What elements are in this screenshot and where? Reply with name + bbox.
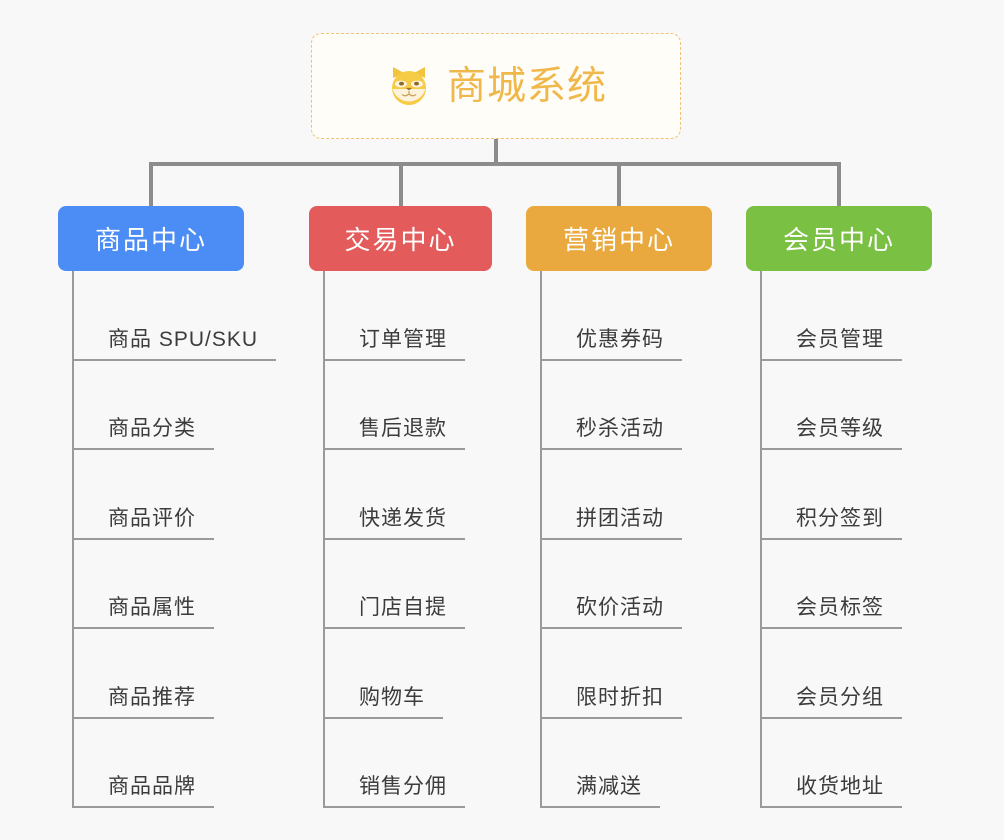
shiba-dog-face-icon <box>385 62 433 110</box>
list-item[interactable]: 收货地址 <box>760 719 932 808</box>
category-header-product[interactable]: 商品中心 <box>58 206 244 271</box>
list-item[interactable]: 商品 SPU/SKU <box>72 271 277 361</box>
list-item[interactable]: 优惠券码 <box>540 271 712 361</box>
leaf-label: 拼团活动 <box>540 508 682 540</box>
list-item[interactable]: 快递发货 <box>323 450 492 540</box>
connector-drop-3 <box>617 162 621 206</box>
list-item[interactable]: 商品推荐 <box>72 629 244 719</box>
connector-root-stem <box>494 139 498 164</box>
leaf-list-member: 会员管理 会员等级 积分签到 会员标签 会员分组 收货地址 <box>760 271 932 808</box>
leaf-label: 商品品牌 <box>72 776 214 808</box>
leaf-label: 积分签到 <box>760 508 902 540</box>
category-column-member: 会员中心 会员管理 会员等级 积分签到 会员标签 会员分组 收货地址 <box>746 206 932 824</box>
leaf-label: 商品评价 <box>72 508 214 540</box>
leaf-label: 商品属性 <box>72 597 214 629</box>
leaf-label: 订单管理 <box>323 329 465 361</box>
leaf-label: 会员标签 <box>760 597 902 629</box>
list-item[interactable]: 商品属性 <box>72 540 244 629</box>
category-header-trade[interactable]: 交易中心 <box>309 206 492 271</box>
list-item[interactable]: 会员标签 <box>760 540 932 629</box>
connector-drop-2 <box>399 162 403 206</box>
list-item[interactable]: 商品分类 <box>72 361 244 450</box>
root-title: 商城系统 <box>446 64 607 108</box>
category-label: 营销中心 <box>562 225 675 255</box>
leaf-label: 商品分类 <box>72 418 214 450</box>
root-node[interactable]: 商城系统 <box>311 33 681 139</box>
leaf-label: 快递发货 <box>323 508 465 540</box>
leaf-label: 限时折扣 <box>540 687 682 719</box>
connector-horizontal-bus <box>149 162 841 166</box>
connector-drop-4 <box>837 162 841 206</box>
leaf-label: 会员等级 <box>760 418 902 450</box>
leaf-label: 会员分组 <box>760 687 902 719</box>
category-column-product: 商品中心 商品 SPU/SKU 商品分类 商品评价 商品属性 商品推荐 商品品牌 <box>58 206 277 824</box>
list-item[interactable]: 销售分佣 <box>323 719 492 808</box>
category-label: 交易中心 <box>344 225 457 255</box>
list-item[interactable]: 购物车 <box>323 629 492 719</box>
leaf-label: 满减送 <box>540 776 660 808</box>
list-item[interactable]: 秒杀活动 <box>540 361 712 450</box>
leaf-label: 销售分佣 <box>323 776 465 808</box>
list-item[interactable]: 拼团活动 <box>540 450 712 540</box>
leaf-label: 会员管理 <box>760 329 902 361</box>
leaf-label: 优惠券码 <box>540 329 682 361</box>
leaf-list-marketing: 优惠券码 秒杀活动 拼团活动 砍价活动 限时折扣 满减送 <box>540 271 712 808</box>
leaf-list-product: 商品 SPU/SKU 商品分类 商品评价 商品属性 商品推荐 商品品牌 <box>72 271 277 808</box>
leaf-label: 秒杀活动 <box>540 418 682 450</box>
list-item[interactable]: 砍价活动 <box>540 540 712 629</box>
category-header-marketing[interactable]: 营销中心 <box>526 206 712 271</box>
leaf-label: 商品推荐 <box>72 687 214 719</box>
list-item[interactable]: 售后退款 <box>323 361 492 450</box>
list-item[interactable]: 积分签到 <box>760 450 932 540</box>
list-item[interactable]: 订单管理 <box>323 271 492 361</box>
list-item[interactable]: 商品品牌 <box>72 719 244 808</box>
list-item[interactable]: 满减送 <box>540 719 712 808</box>
leaf-label: 门店自提 <box>323 597 465 629</box>
category-label: 会员中心 <box>782 225 895 255</box>
category-header-member[interactable]: 会员中心 <box>746 206 932 271</box>
leaf-label: 收货地址 <box>760 776 902 808</box>
category-column-trade: 交易中心 订单管理 售后退款 快递发货 门店自提 购物车 销售分佣 <box>309 206 492 824</box>
category-label: 商品中心 <box>94 225 207 255</box>
list-item[interactable]: 会员分组 <box>760 629 932 719</box>
leaf-label: 购物车 <box>323 687 443 719</box>
leaf-label: 商品 SPU/SKU <box>72 329 277 361</box>
category-column-marketing: 营销中心 优惠券码 秒杀活动 拼团活动 砍价活动 限时折扣 满减送 <box>526 206 712 824</box>
list-item[interactable]: 门店自提 <box>323 540 492 629</box>
list-item[interactable]: 会员管理 <box>760 271 932 361</box>
connector-drop-1 <box>149 162 153 206</box>
leaf-spine <box>72 271 74 808</box>
leaf-list-trade: 订单管理 售后退款 快递发货 门店自提 购物车 销售分佣 <box>323 271 492 808</box>
list-item[interactable]: 限时折扣 <box>540 629 712 719</box>
leaf-spine <box>323 271 325 808</box>
leaf-spine <box>540 271 542 808</box>
list-item[interactable]: 商品评价 <box>72 450 244 540</box>
list-item[interactable]: 会员等级 <box>760 361 932 450</box>
leaf-spine <box>760 271 762 808</box>
leaf-label: 砍价活动 <box>540 597 682 629</box>
leaf-label: 售后退款 <box>323 418 465 450</box>
